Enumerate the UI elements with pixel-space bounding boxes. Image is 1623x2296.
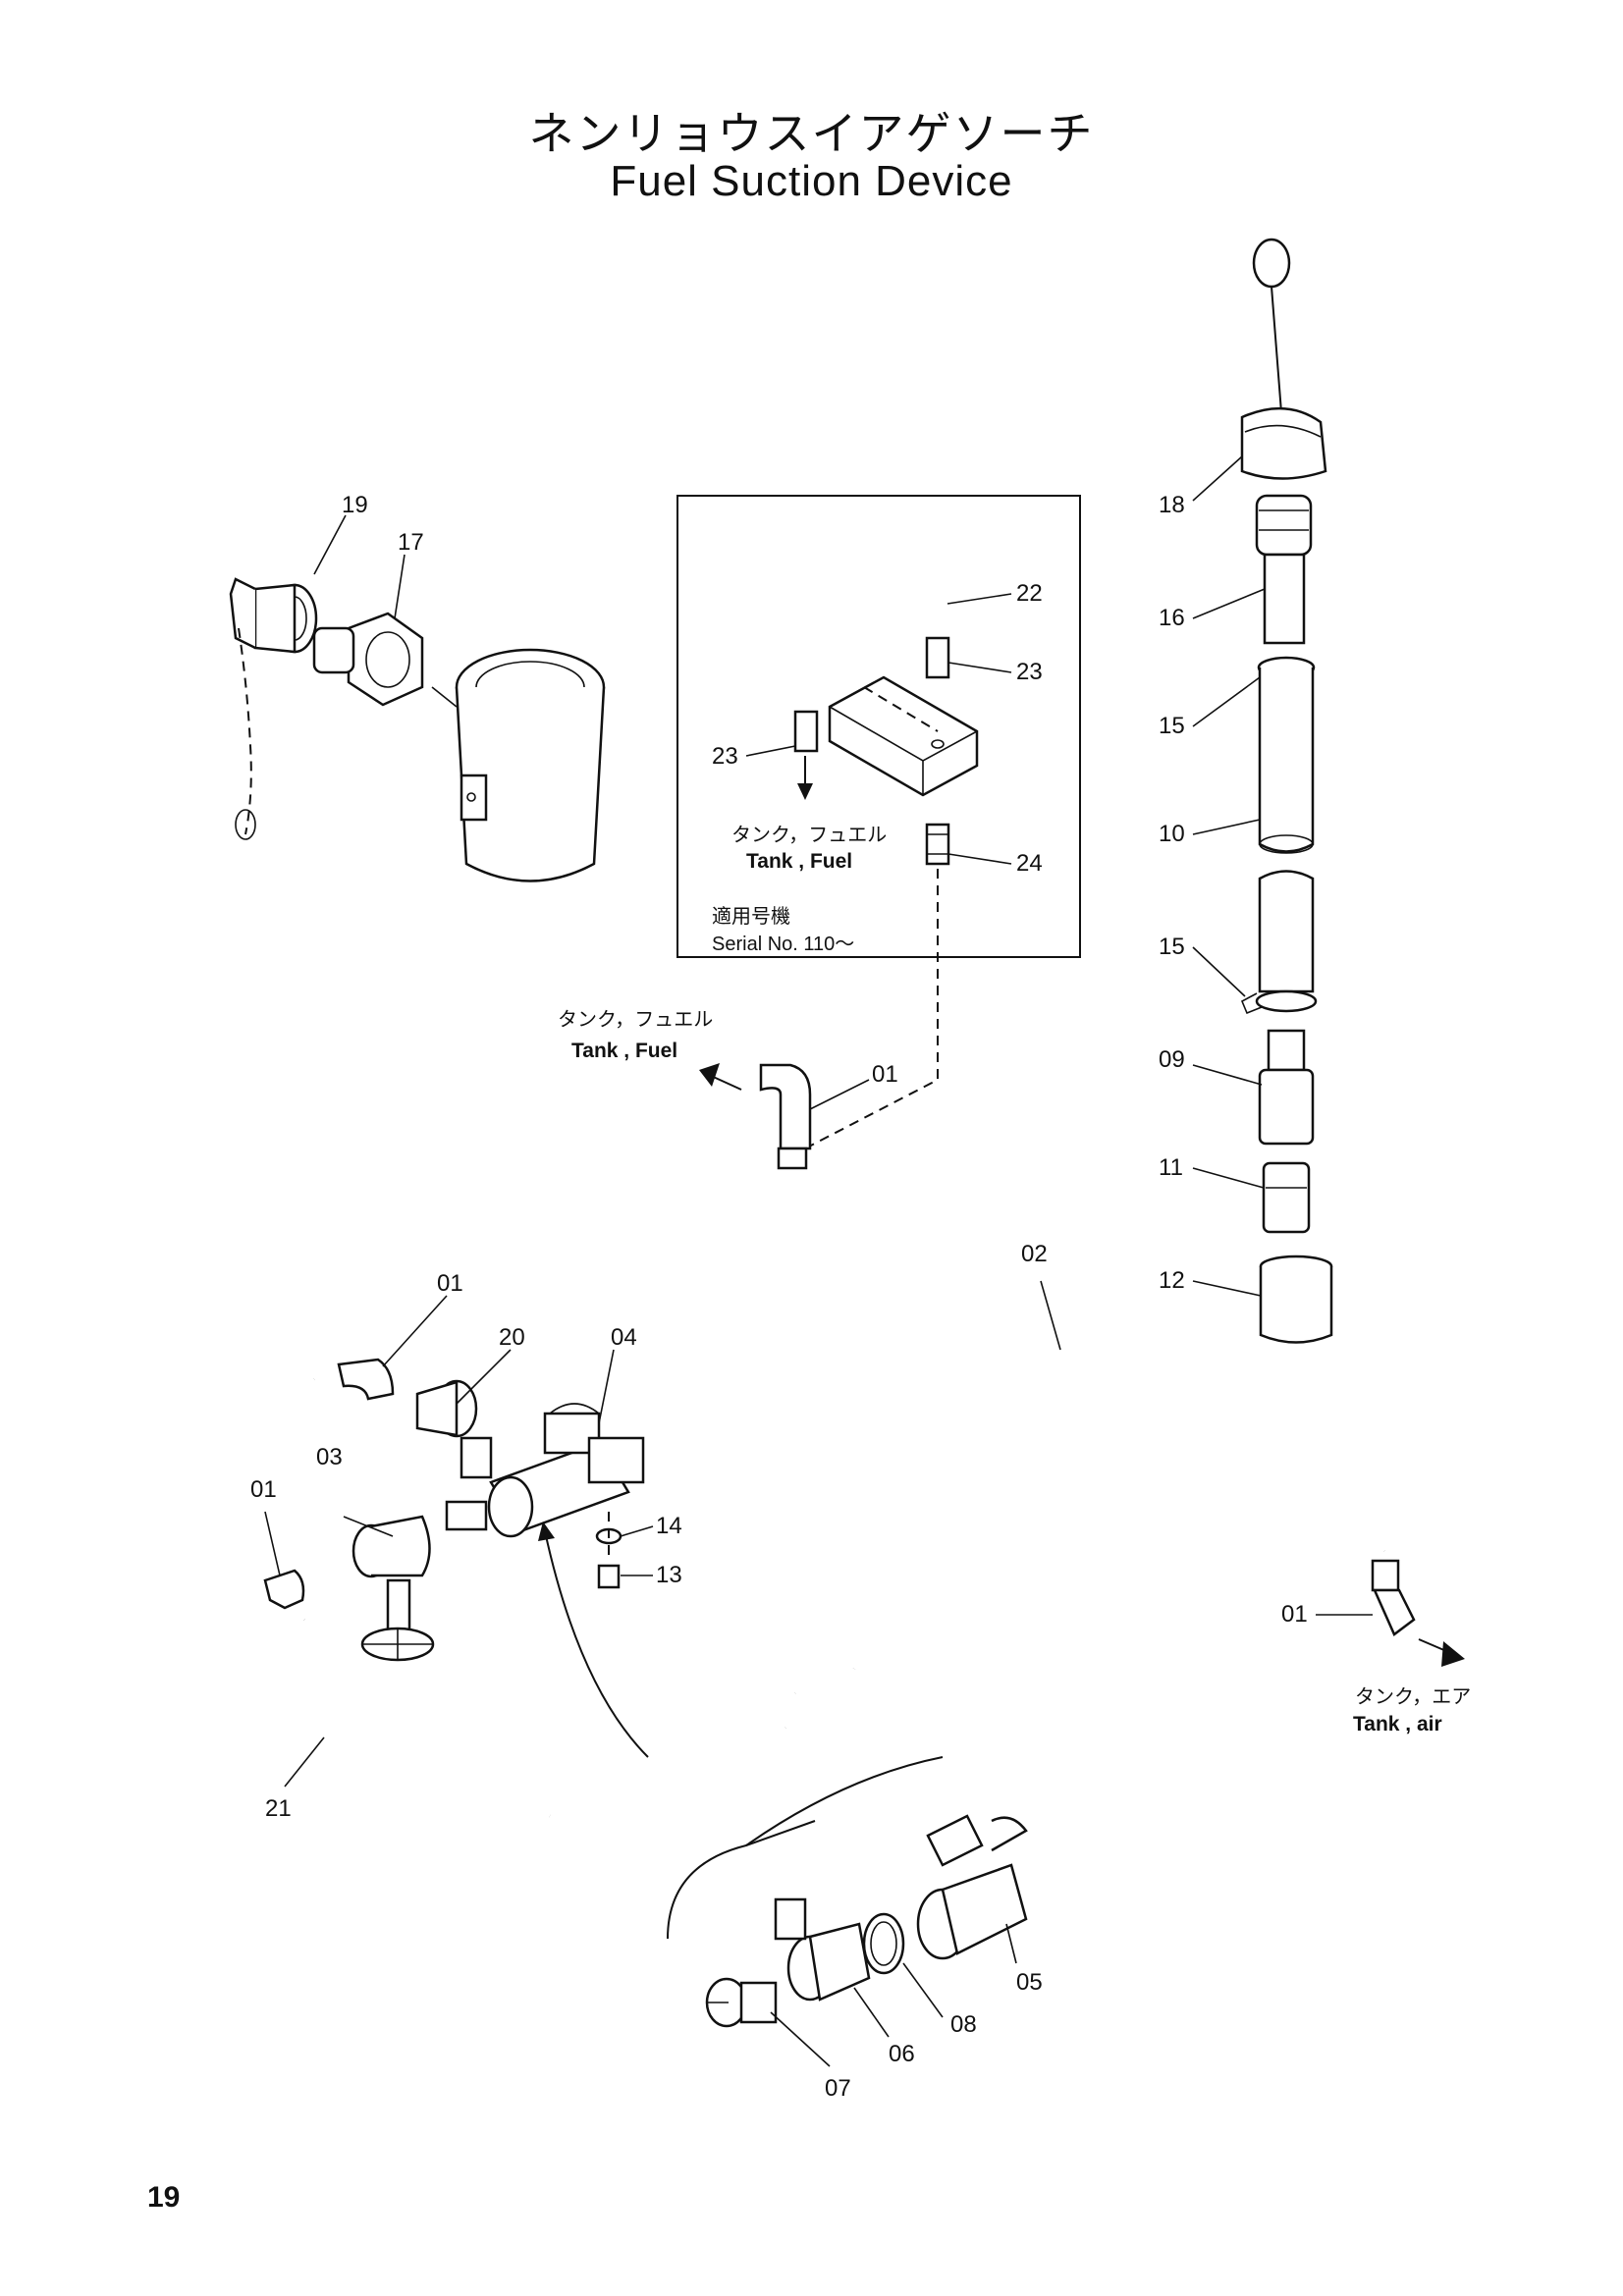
inset-box — [676, 495, 1081, 1149]
page-number: 19 — [147, 2181, 181, 2214]
label-21: 21 — [265, 1795, 292, 1822]
label-12: 12 — [1159, 1267, 1185, 1294]
label-01-right: 01 — [1281, 1601, 1308, 1628]
leader-lines — [264, 455, 1373, 2067]
label-09: 09 — [1159, 1046, 1185, 1073]
label-23-left: 23 — [712, 743, 738, 770]
label-07: 07 — [825, 2075, 851, 2102]
label-19: 19 — [342, 492, 368, 518]
label-11: 11 — [1159, 1154, 1183, 1181]
note-applicable-jp: 適用号機 — [712, 905, 790, 928]
label-24: 24 — [1016, 850, 1043, 877]
label-22: 22 — [1016, 580, 1043, 607]
label-02: 02 — [1021, 1241, 1048, 1267]
label-23-right: 23 — [1016, 659, 1043, 685]
label-01-upper-left: 01 — [437, 1270, 463, 1297]
label-15-upper: 15 — [1159, 713, 1185, 739]
fuel-tank-filler-neck — [229, 577, 606, 882]
elbow-fittings — [263, 1063, 1416, 1636]
label-18: 18 — [1159, 492, 1185, 518]
flow-arrows — [699, 1063, 1465, 1667]
hoses — [150, 1188, 1390, 1822]
valve-assembly — [352, 1379, 649, 1758]
title-japanese: ネンリョウスイアゲソーチ — [528, 107, 1095, 160]
label-15-lower: 15 — [1159, 934, 1185, 960]
label-03: 03 — [316, 1444, 343, 1470]
note-tank-fuel-jp-inset: タンク，フュエル — [731, 824, 887, 846]
title-english: Fuel Suction Device — [610, 157, 1013, 205]
suction-pipe-assembly — [1240, 238, 1333, 1344]
label-13: 13 — [656, 1562, 682, 1588]
label-06: 06 — [889, 2041, 915, 2067]
label-05: 05 — [1016, 1969, 1043, 1996]
note-tank-air-en: Tank , air — [1353, 1713, 1442, 1735]
note-tank-fuel-jp: タンク，フュエル — [558, 1008, 713, 1031]
part-labels: 19 17 22 23 23 24 18 16 15 10 15 09 11 1… — [250, 492, 1308, 2102]
label-04: 04 — [611, 1324, 637, 1351]
label-14: 14 — [656, 1513, 682, 1539]
label-08: 08 — [950, 2011, 977, 2038]
diagram-notes: タンク，フュエル Tank , Fuel 適用号機 Serial No. 110… — [558, 824, 1471, 1735]
note-tank-fuel-en-inset: Tank , Fuel — [746, 850, 852, 873]
note-tank-air-jp: タンク，エア — [1355, 1685, 1471, 1708]
label-10: 10 — [1159, 821, 1185, 847]
note-serial-no: Serial No. 110～ — [712, 934, 854, 955]
bottom-fitting-group — [667, 1756, 1028, 2028]
label-17: 17 — [398, 529, 424, 556]
label-20: 20 — [499, 1324, 525, 1351]
label-01-top: 01 — [872, 1061, 898, 1088]
label-16: 16 — [1159, 605, 1185, 631]
note-tank-fuel-en: Tank , Fuel — [571, 1040, 677, 1062]
label-01-left: 01 — [250, 1476, 277, 1503]
